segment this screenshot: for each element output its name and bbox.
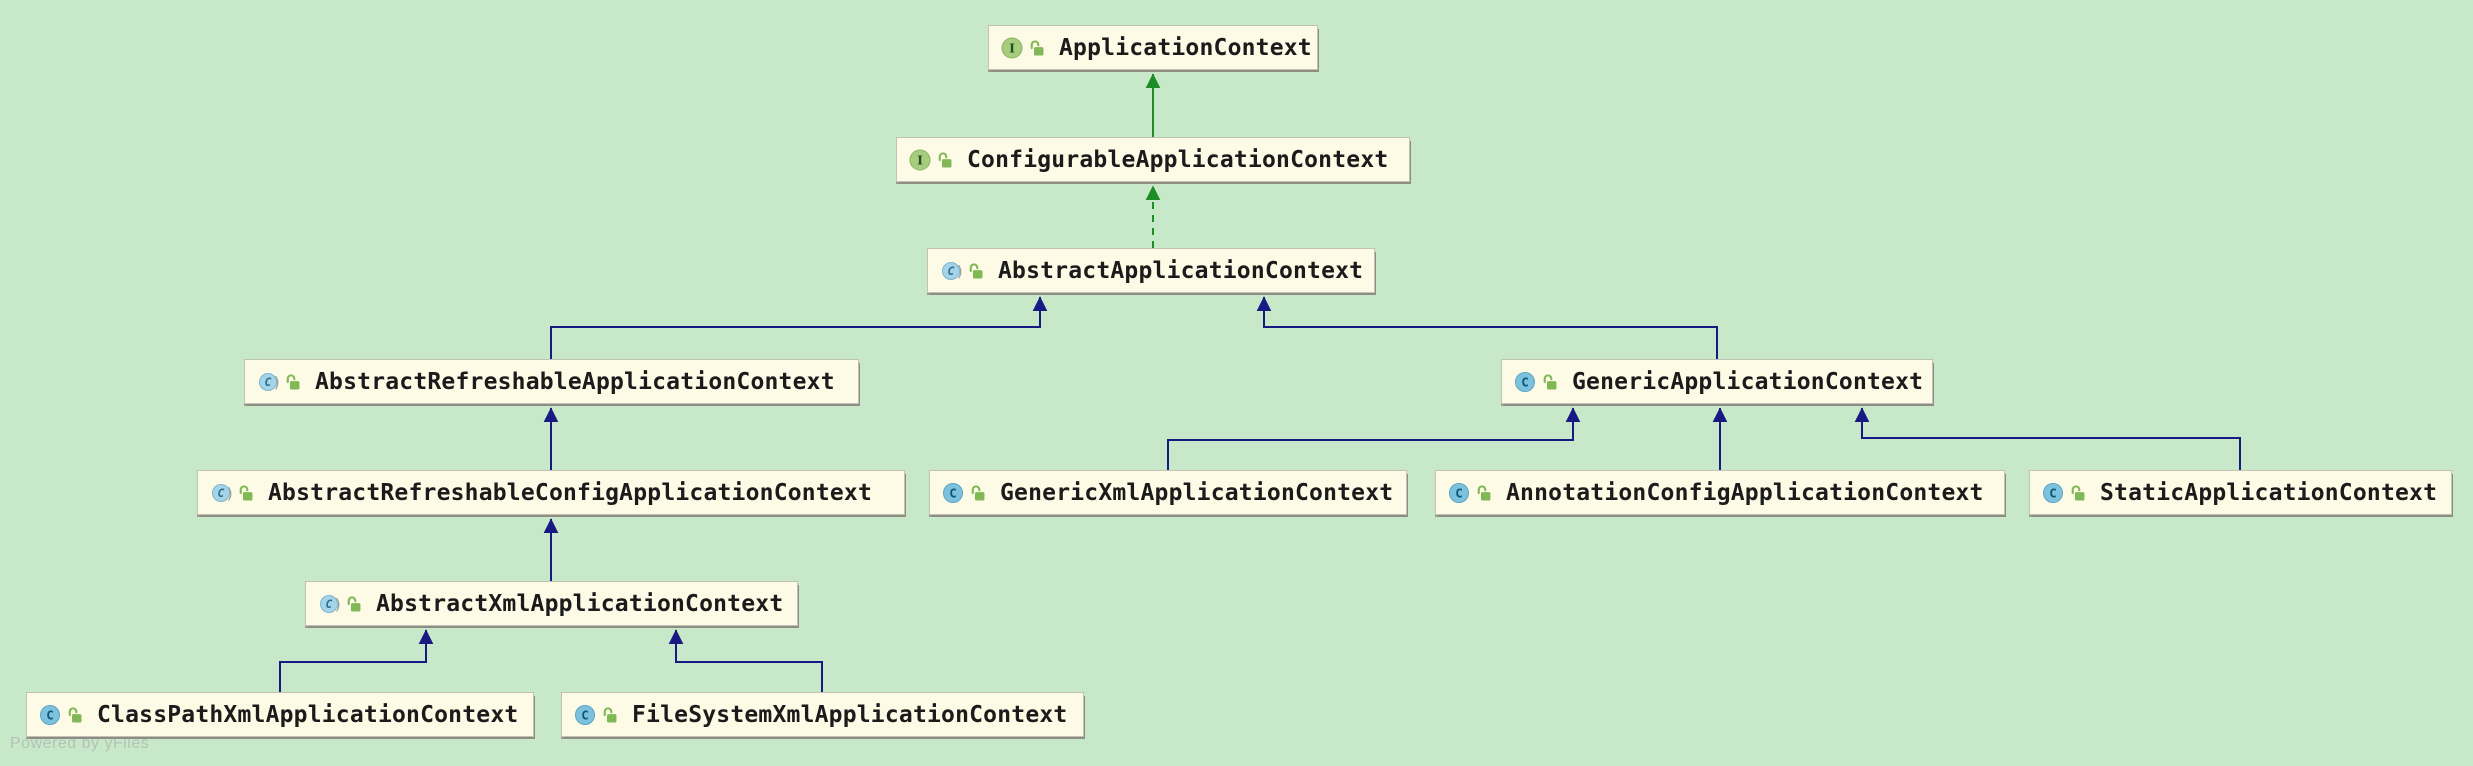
class-node-ApplicationContext[interactable]: I ApplicationContext — [988, 25, 1318, 70]
svg-text:C: C — [1455, 485, 1463, 500]
unlocked-padlock-icon — [938, 152, 952, 168]
inheritance-edge — [668, 629, 823, 692]
class-node-FileSystemXmlApplicationContext[interactable]: C FileSystemXmlApplicationContext — [561, 692, 1084, 737]
inheritance-edge — [1854, 407, 2241, 470]
unlocked-padlock-icon — [603, 707, 617, 723]
class-name-label: AbstractRefreshableConfigApplicationCont… — [268, 479, 873, 506]
svg-text:): ) — [273, 373, 280, 391]
svg-text:): ) — [226, 484, 233, 502]
class-name-label: AbstractRefreshableApplicationContext — [315, 368, 835, 395]
unlocked-padlock-icon — [239, 485, 253, 501]
class-name-label: StaticApplicationContext — [2100, 479, 2438, 506]
class-icon: C — [1449, 482, 1469, 503]
inheritance-edge — [279, 629, 434, 692]
inheritance-edge — [550, 296, 1048, 359]
unlocked-padlock-icon — [2071, 485, 2085, 501]
unlocked-padlock-icon — [1477, 485, 1491, 501]
class-node-AbstractXmlApplicationContext[interactable]: (C) AbstractXmlApplicationContext — [305, 581, 798, 626]
svg-text:C: C — [581, 707, 589, 722]
interface-icon: I — [909, 149, 931, 170]
class-node-AbstractRefreshableConfigApplicationContext[interactable]: (C) AbstractRefreshableConfigApplication… — [197, 470, 905, 515]
unlocked-padlock-icon — [347, 596, 361, 612]
class-node-GenericApplicationContext[interactable]: C GenericApplicationContext — [1501, 359, 1933, 404]
class-icon: C — [2043, 482, 2063, 503]
class-icon: C — [40, 704, 60, 725]
class-node-AbstractRefreshableApplicationContext[interactable]: (C) AbstractRefreshableApplicationContex… — [244, 359, 859, 404]
svg-text:I: I — [1009, 40, 1015, 55]
class-name-label: AbstractXmlApplicationContext — [376, 590, 784, 617]
unlocked-padlock-icon — [68, 707, 82, 723]
class-name-label: ClassPathXmlApplicationContext — [97, 701, 519, 728]
class-node-GenericXmlApplicationContext[interactable]: C GenericXmlApplicationContext — [929, 470, 1407, 515]
class-name-label: ApplicationContext — [1059, 34, 1312, 61]
abstract-class-icon: (C) — [319, 594, 341, 613]
svg-text:): ) — [956, 262, 963, 280]
class-node-AnnotationConfigApplicationContext[interactable]: C AnnotationConfigApplicationContext — [1435, 470, 2005, 515]
svg-text:): ) — [334, 595, 341, 613]
unlocked-padlock-icon — [969, 263, 983, 279]
unlocked-padlock-icon — [971, 485, 985, 501]
svg-text:C: C — [948, 264, 955, 278]
inheritance-edge — [1167, 407, 1581, 470]
class-name-label: FileSystemXmlApplicationContext — [632, 701, 1068, 728]
abstract-class-icon: (C) — [258, 372, 280, 391]
class-name-label: GenericApplicationContext — [1572, 368, 1924, 395]
svg-text:C: C — [218, 486, 225, 500]
unlocked-padlock-icon — [1030, 40, 1044, 56]
class-node-AbstractApplicationContext[interactable]: (C) AbstractApplicationContext — [927, 248, 1375, 293]
yfiles-watermark: Powered by yFiles — [10, 735, 150, 752]
svg-text:C: C — [1521, 374, 1529, 389]
abstract-class-icon: (C) — [211, 483, 233, 502]
class-icon: C — [943, 482, 963, 503]
unlocked-padlock-icon — [1543, 374, 1557, 390]
class-name-label: GenericXmlApplicationContext — [1000, 479, 1394, 506]
class-name-label: ConfigurableApplicationContext — [967, 146, 1389, 173]
class-icon: C — [1515, 371, 1535, 392]
class-icon: C — [575, 704, 595, 725]
class-name-label: AbstractApplicationContext — [998, 257, 1364, 284]
svg-text:C: C — [2049, 485, 2057, 500]
svg-text:C: C — [265, 375, 272, 389]
svg-text:C: C — [949, 485, 957, 500]
interface-icon: I — [1001, 37, 1023, 58]
unlocked-padlock-icon — [286, 374, 300, 390]
abstract-class-icon: (C) — [941, 261, 963, 280]
svg-text:C: C — [46, 707, 54, 722]
class-name-label: AnnotationConfigApplicationContext — [1506, 479, 1984, 506]
class-node-StaticApplicationContext[interactable]: C StaticApplicationContext — [2029, 470, 2452, 515]
svg-text:I: I — [917, 152, 923, 167]
class-node-ConfigurableApplicationContext[interactable]: I ConfigurableApplicationContext — [896, 137, 1410, 182]
class-node-ClassPathXmlApplicationContext[interactable]: C ClassPathXmlApplicationContext — [26, 692, 534, 737]
inheritance-edge — [1256, 296, 1718, 359]
svg-text:C: C — [326, 597, 333, 611]
